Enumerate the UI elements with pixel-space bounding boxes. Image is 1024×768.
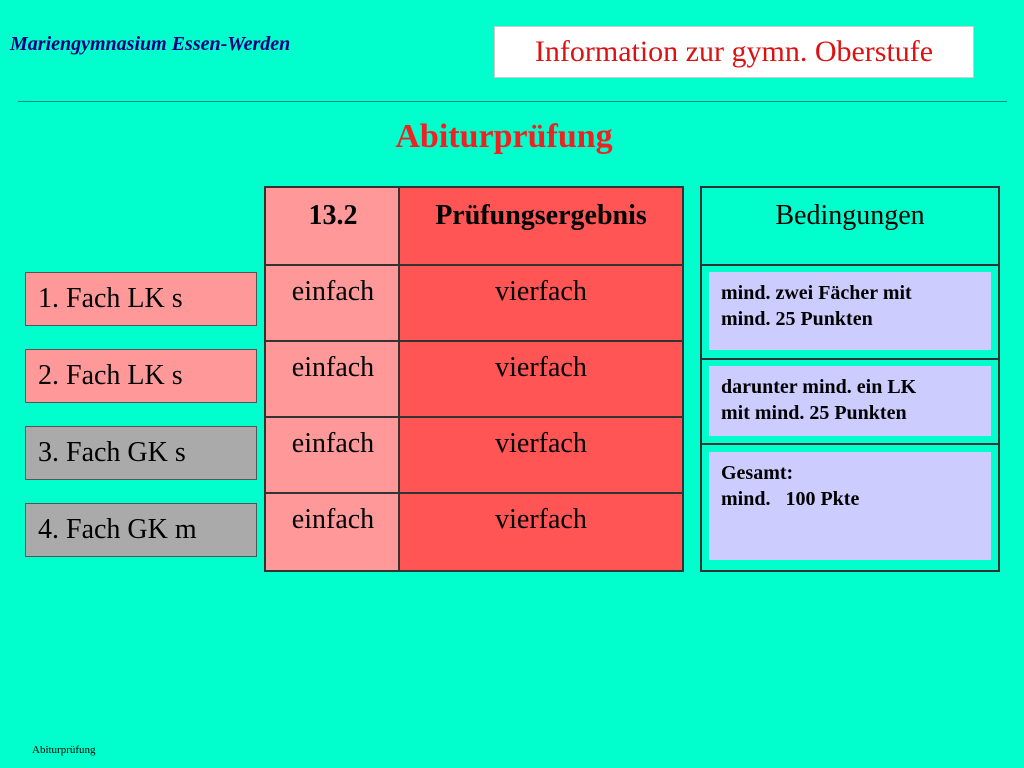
info-banner: Information zur gymn. Oberstufe bbox=[494, 26, 974, 78]
cell-vierfach: vierfach bbox=[495, 352, 587, 383]
cell-einfach: einfach bbox=[291, 276, 375, 307]
condition-1: mind. zwei Fächer mit mind. 25 Punkten bbox=[709, 272, 991, 350]
conditions-header: Bedingungen bbox=[775, 200, 925, 231]
cell-vierfach: vierfach bbox=[495, 428, 587, 459]
row-divider bbox=[266, 492, 682, 494]
cell-vierfach: vierfach bbox=[495, 504, 587, 535]
cell-vierfach: vierfach bbox=[495, 276, 587, 307]
info-banner-text: Information zur gymn. Oberstufe bbox=[534, 35, 934, 68]
row-divider bbox=[702, 264, 998, 266]
subject-1: 1. Fach LK s bbox=[25, 272, 257, 326]
condition-3: Gesamt: mind. 100 Pkte bbox=[709, 452, 991, 560]
cell-einfach: einfach bbox=[291, 504, 375, 535]
subject-3: 3. Fach GK s bbox=[25, 426, 257, 480]
page-title: Abiturprüfung bbox=[395, 118, 613, 155]
cell-einfach: einfach bbox=[291, 352, 375, 383]
header-13-2: 13.2 bbox=[308, 200, 358, 231]
row-divider bbox=[266, 340, 682, 342]
subject-label: 2. Fach LK s bbox=[38, 360, 183, 391]
footer-label: Abiturprüfung bbox=[32, 744, 96, 756]
header-divider bbox=[18, 101, 1007, 102]
header-pruefungsergebnis: Prüfungsergebnis bbox=[435, 200, 647, 231]
result-col-13-2 bbox=[266, 188, 400, 570]
subject-4: 4. Fach GK m bbox=[25, 503, 257, 557]
cell-einfach: einfach bbox=[291, 428, 375, 459]
row-divider bbox=[702, 443, 998, 445]
row-divider bbox=[702, 358, 998, 360]
conditions-table: Bedingungen mind. zwei Fächer mit mind. … bbox=[700, 186, 1000, 572]
subject-label: 4. Fach GK m bbox=[38, 514, 197, 545]
subject-2: 2. Fach LK s bbox=[25, 349, 257, 403]
subject-label: 1. Fach LK s bbox=[38, 283, 183, 314]
result-table: 13.2 Prüfungsergebnis einfach vierfach e… bbox=[264, 186, 684, 572]
result-col-pruefung bbox=[400, 188, 682, 570]
school-name: Mariengymnasium Essen-Werden bbox=[10, 33, 291, 55]
row-divider bbox=[266, 416, 682, 418]
condition-2: darunter mind. ein LK mit mind. 25 Punkt… bbox=[709, 366, 991, 436]
subject-label: 3. Fach GK s bbox=[38, 437, 186, 468]
row-divider bbox=[266, 264, 682, 266]
